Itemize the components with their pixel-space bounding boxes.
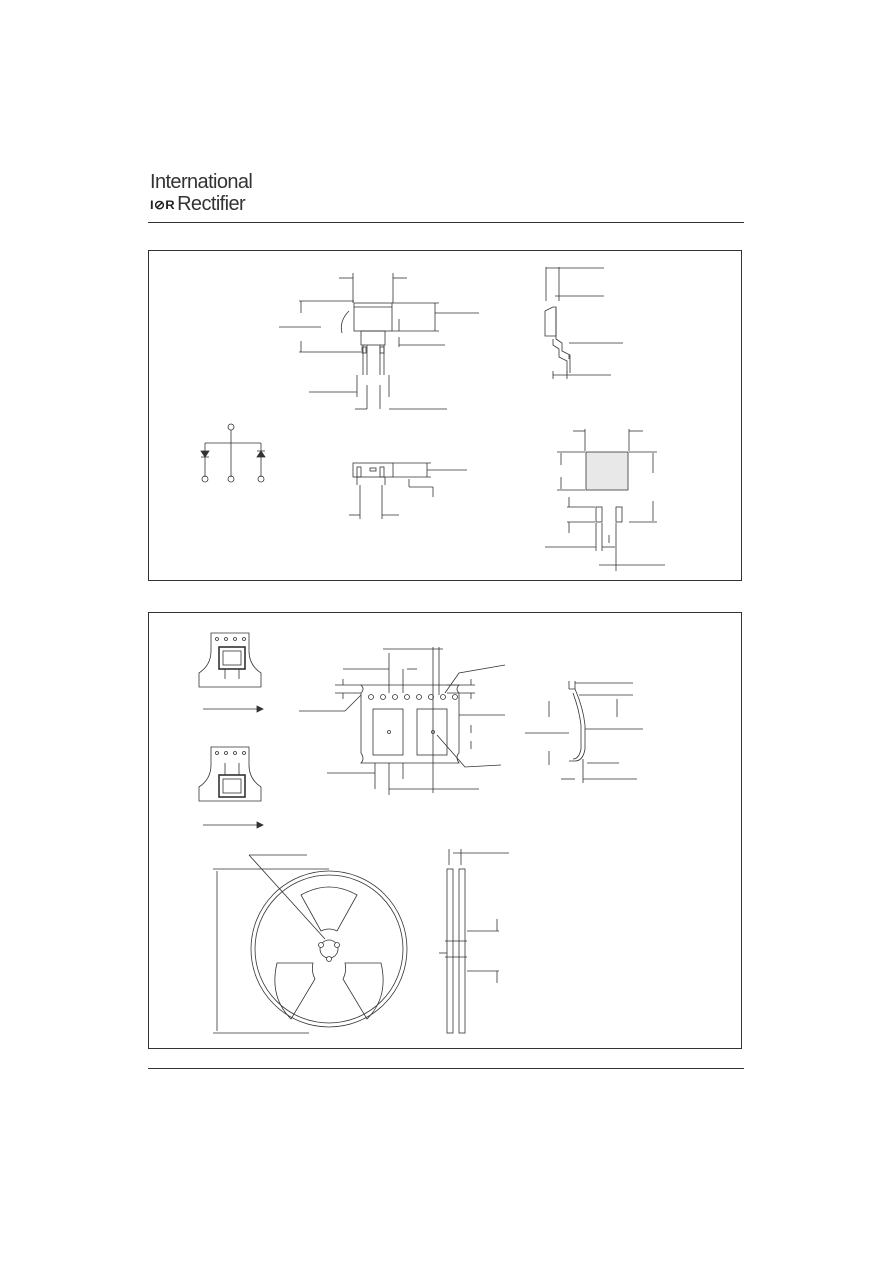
schematic-symbol [200, 423, 266, 483]
tape-cross-section [525, 681, 643, 783]
footer-rule [148, 1068, 744, 1069]
lead-front-view [349, 462, 467, 519]
brand-name-international: International [150, 171, 253, 193]
tape-reel-drawing [198, 632, 643, 1034]
carrier-tape-view [299, 647, 506, 795]
ior-logo-mark: I⊘R [150, 196, 176, 212]
tape-reel-panel [148, 612, 742, 1049]
feed-direction-top [198, 632, 264, 713]
company-logo: International I⊘R Rectifier [150, 171, 253, 215]
package-top-view [279, 273, 479, 410]
feed-direction-bottom [198, 746, 264, 829]
package-side-view [544, 267, 623, 379]
pcb-footprint [545, 429, 665, 571]
header-rule [148, 222, 744, 223]
package-outline-panel [148, 250, 742, 581]
reel-side-view [439, 849, 509, 1034]
brand-name-rectifier: Rectifier [177, 193, 246, 215]
package-outline-drawing [200, 267, 665, 571]
reel-front-view [213, 854, 408, 1034]
